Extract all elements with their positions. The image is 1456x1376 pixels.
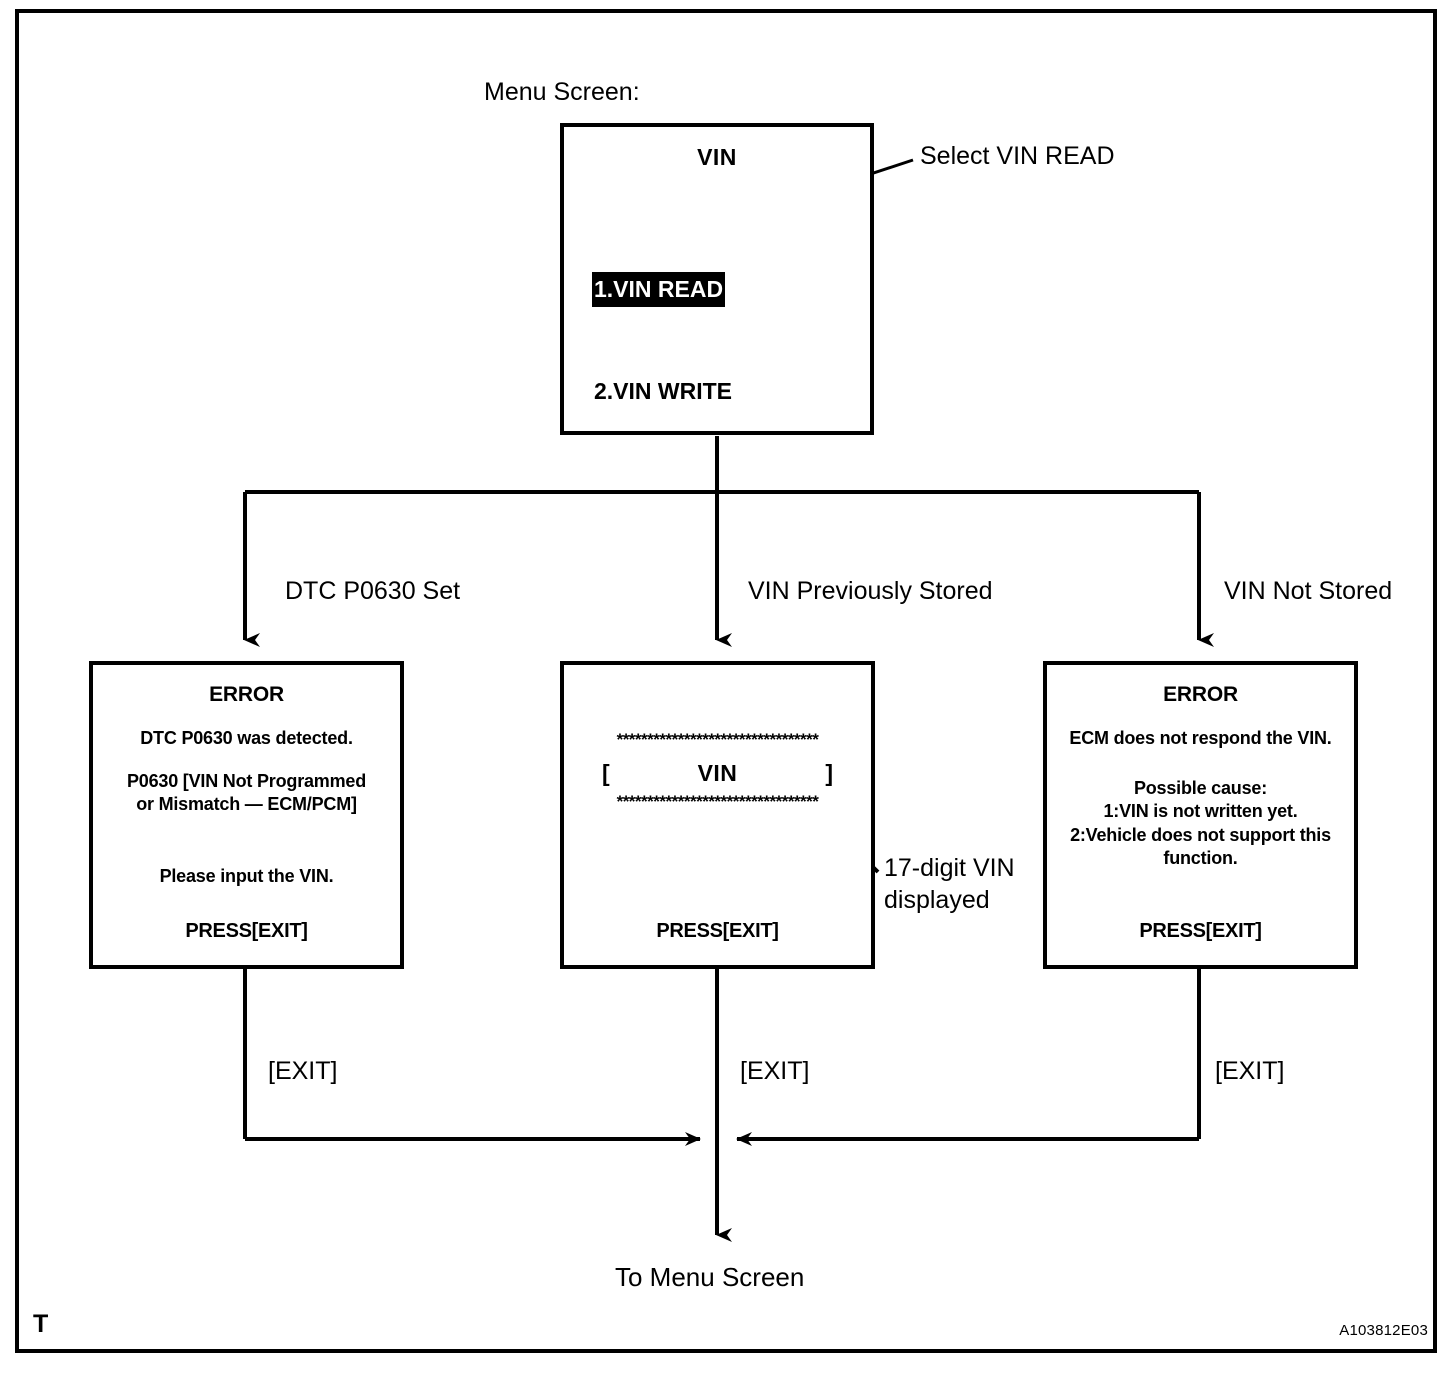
error-screen-dtc-set: ERROR DTC P0630 was detected. P0630 [VIN… — [89, 661, 404, 969]
callout-select-vin-read: Select VIN READ — [920, 142, 1115, 170]
error-left-line3: Please input the VIN. — [159, 866, 334, 886]
exit-label-right: [EXIT] — [1215, 1057, 1285, 1085]
exit-label-middle: [EXIT] — [740, 1057, 810, 1085]
error-left-line2: P0630 [VIN Not Programmed or Mismatch — … — [126, 771, 367, 815]
branch-label-dtc-set: DTC P0630 Set — [285, 577, 461, 605]
vin-press-exit: PRESS[EXIT] — [656, 920, 779, 942]
exit-label-left: [EXIT] — [268, 1057, 338, 1085]
error-left-line1: DTC P0630 was detected. — [140, 728, 353, 748]
menu-item-vin-write[interactable]: 2.VIN WRITE — [594, 377, 733, 404]
menu-item-vin-read[interactable]: 1.VIN READ — [592, 271, 726, 308]
vin-bracket-right: ] — [825, 760, 833, 786]
error-screen-no-response: ERROR ECM does not respond the VIN. Poss… — [1043, 661, 1358, 969]
error-left-press-exit: PRESS[EXIT] — [185, 920, 308, 942]
callout-17-digit-vin: 17-digit VIN displayed — [884, 854, 1015, 914]
figure-id-code: A103812E03 — [1339, 1322, 1428, 1339]
vin-stars-top: ********************************* — [616, 730, 819, 749]
corner-mark-t: T — [33, 1310, 49, 1338]
menu-item-list: 1.VIN READ 2.VIN WRITE — [592, 205, 734, 476]
branch-label-vin-stored: VIN Previously Stored — [748, 577, 993, 605]
vin-display-screen: ********************************* [ VIN … — [560, 661, 875, 969]
vin-stars-bottom: ********************************* — [616, 792, 819, 811]
branch-label-vin-not-stored: VIN Not Stored — [1224, 577, 1393, 605]
to-menu-screen-label: To Menu Screen — [615, 1262, 805, 1292]
error-right-line1: ECM does not respond the VIN. — [1069, 728, 1332, 748]
menu-screen-title: VIN — [697, 144, 737, 170]
vin-bracket-left: [ — [602, 760, 610, 786]
menu-screen-box: VIN 1.VIN READ 2.VIN WRITE — [560, 123, 874, 435]
error-right-title: ERROR — [1163, 683, 1238, 706]
menu-screen-heading: Menu Screen: — [484, 78, 640, 106]
error-right-press-exit: PRESS[EXIT] — [1139, 920, 1262, 942]
vin-value-row: [ VIN ] — [602, 760, 833, 787]
error-left-title: ERROR — [209, 683, 284, 706]
error-right-line2: Possible cause: 1:VIN is not written yet… — [1070, 778, 1331, 869]
vin-label: VIN — [697, 760, 738, 786]
